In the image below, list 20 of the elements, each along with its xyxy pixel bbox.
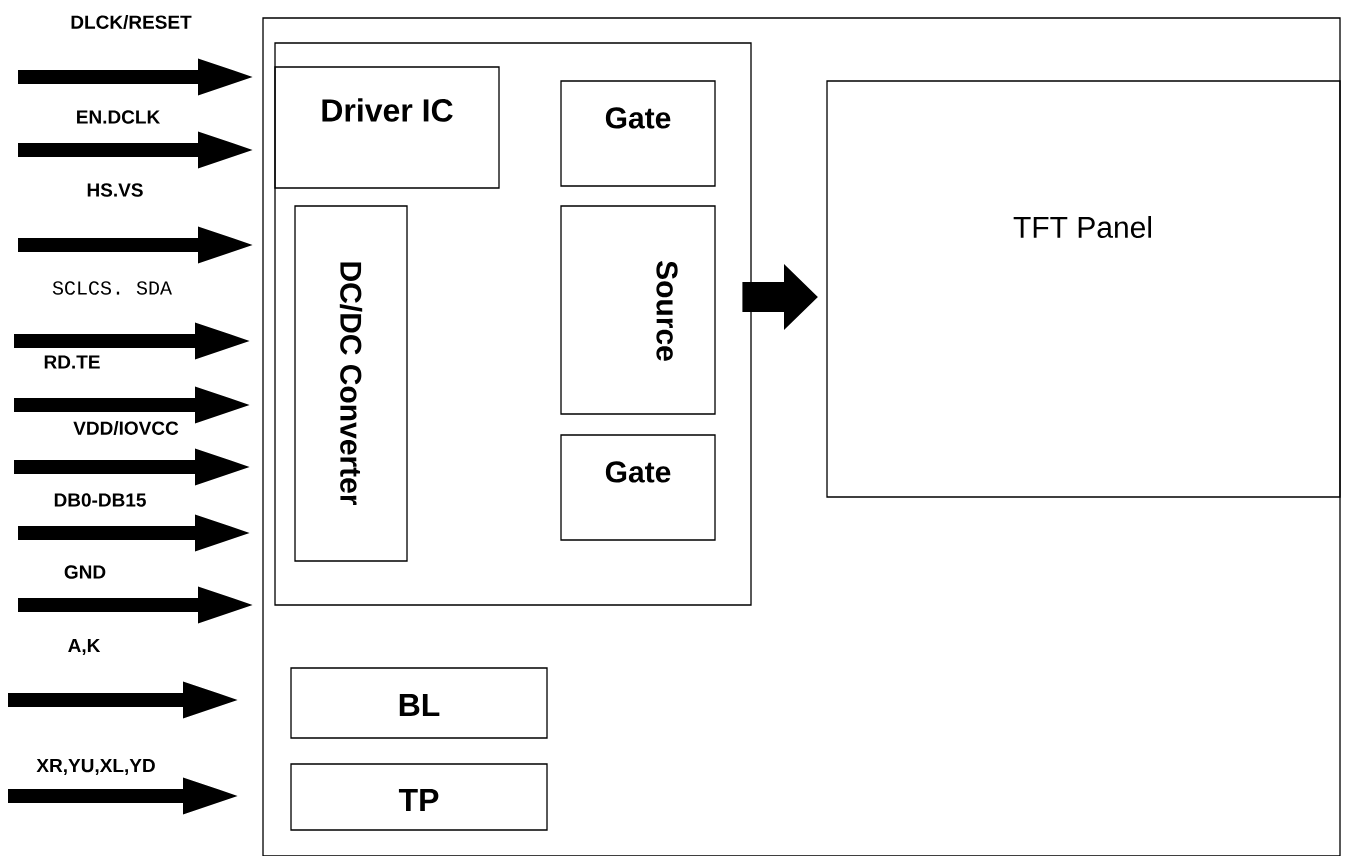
gate-box: Gate [560, 434, 716, 541]
signal-label: SCLCS. SDA [52, 281, 172, 295]
touch-panel-box: TP [290, 763, 548, 831]
panel-box: TFT Panel [826, 80, 1341, 498]
signal-label: GND [64, 565, 106, 579]
source-box: Source [560, 205, 716, 415]
signal-label: EN.DCLK [77, 110, 161, 124]
gate-box: Gate [560, 80, 716, 187]
signal-label: VDD/IOVCC [73, 420, 179, 436]
signal-label: DB0-DB15 [54, 493, 146, 507]
signal-label: A,K [68, 639, 101, 655]
signal-label: RD.TE [44, 355, 100, 369]
module-outline [262, 17, 1341, 856]
converter-box: DC/DC Converter [294, 205, 408, 562]
backlight-box: BL [290, 667, 548, 739]
signal-label: DLCK/RESET [71, 14, 192, 30]
signal-label: XR,YU,XL,YD [36, 759, 155, 775]
signal-label: HS.VS [87, 183, 143, 197]
driver-ic-box: Driver IC [274, 66, 500, 189]
ic-outline [274, 42, 752, 606]
